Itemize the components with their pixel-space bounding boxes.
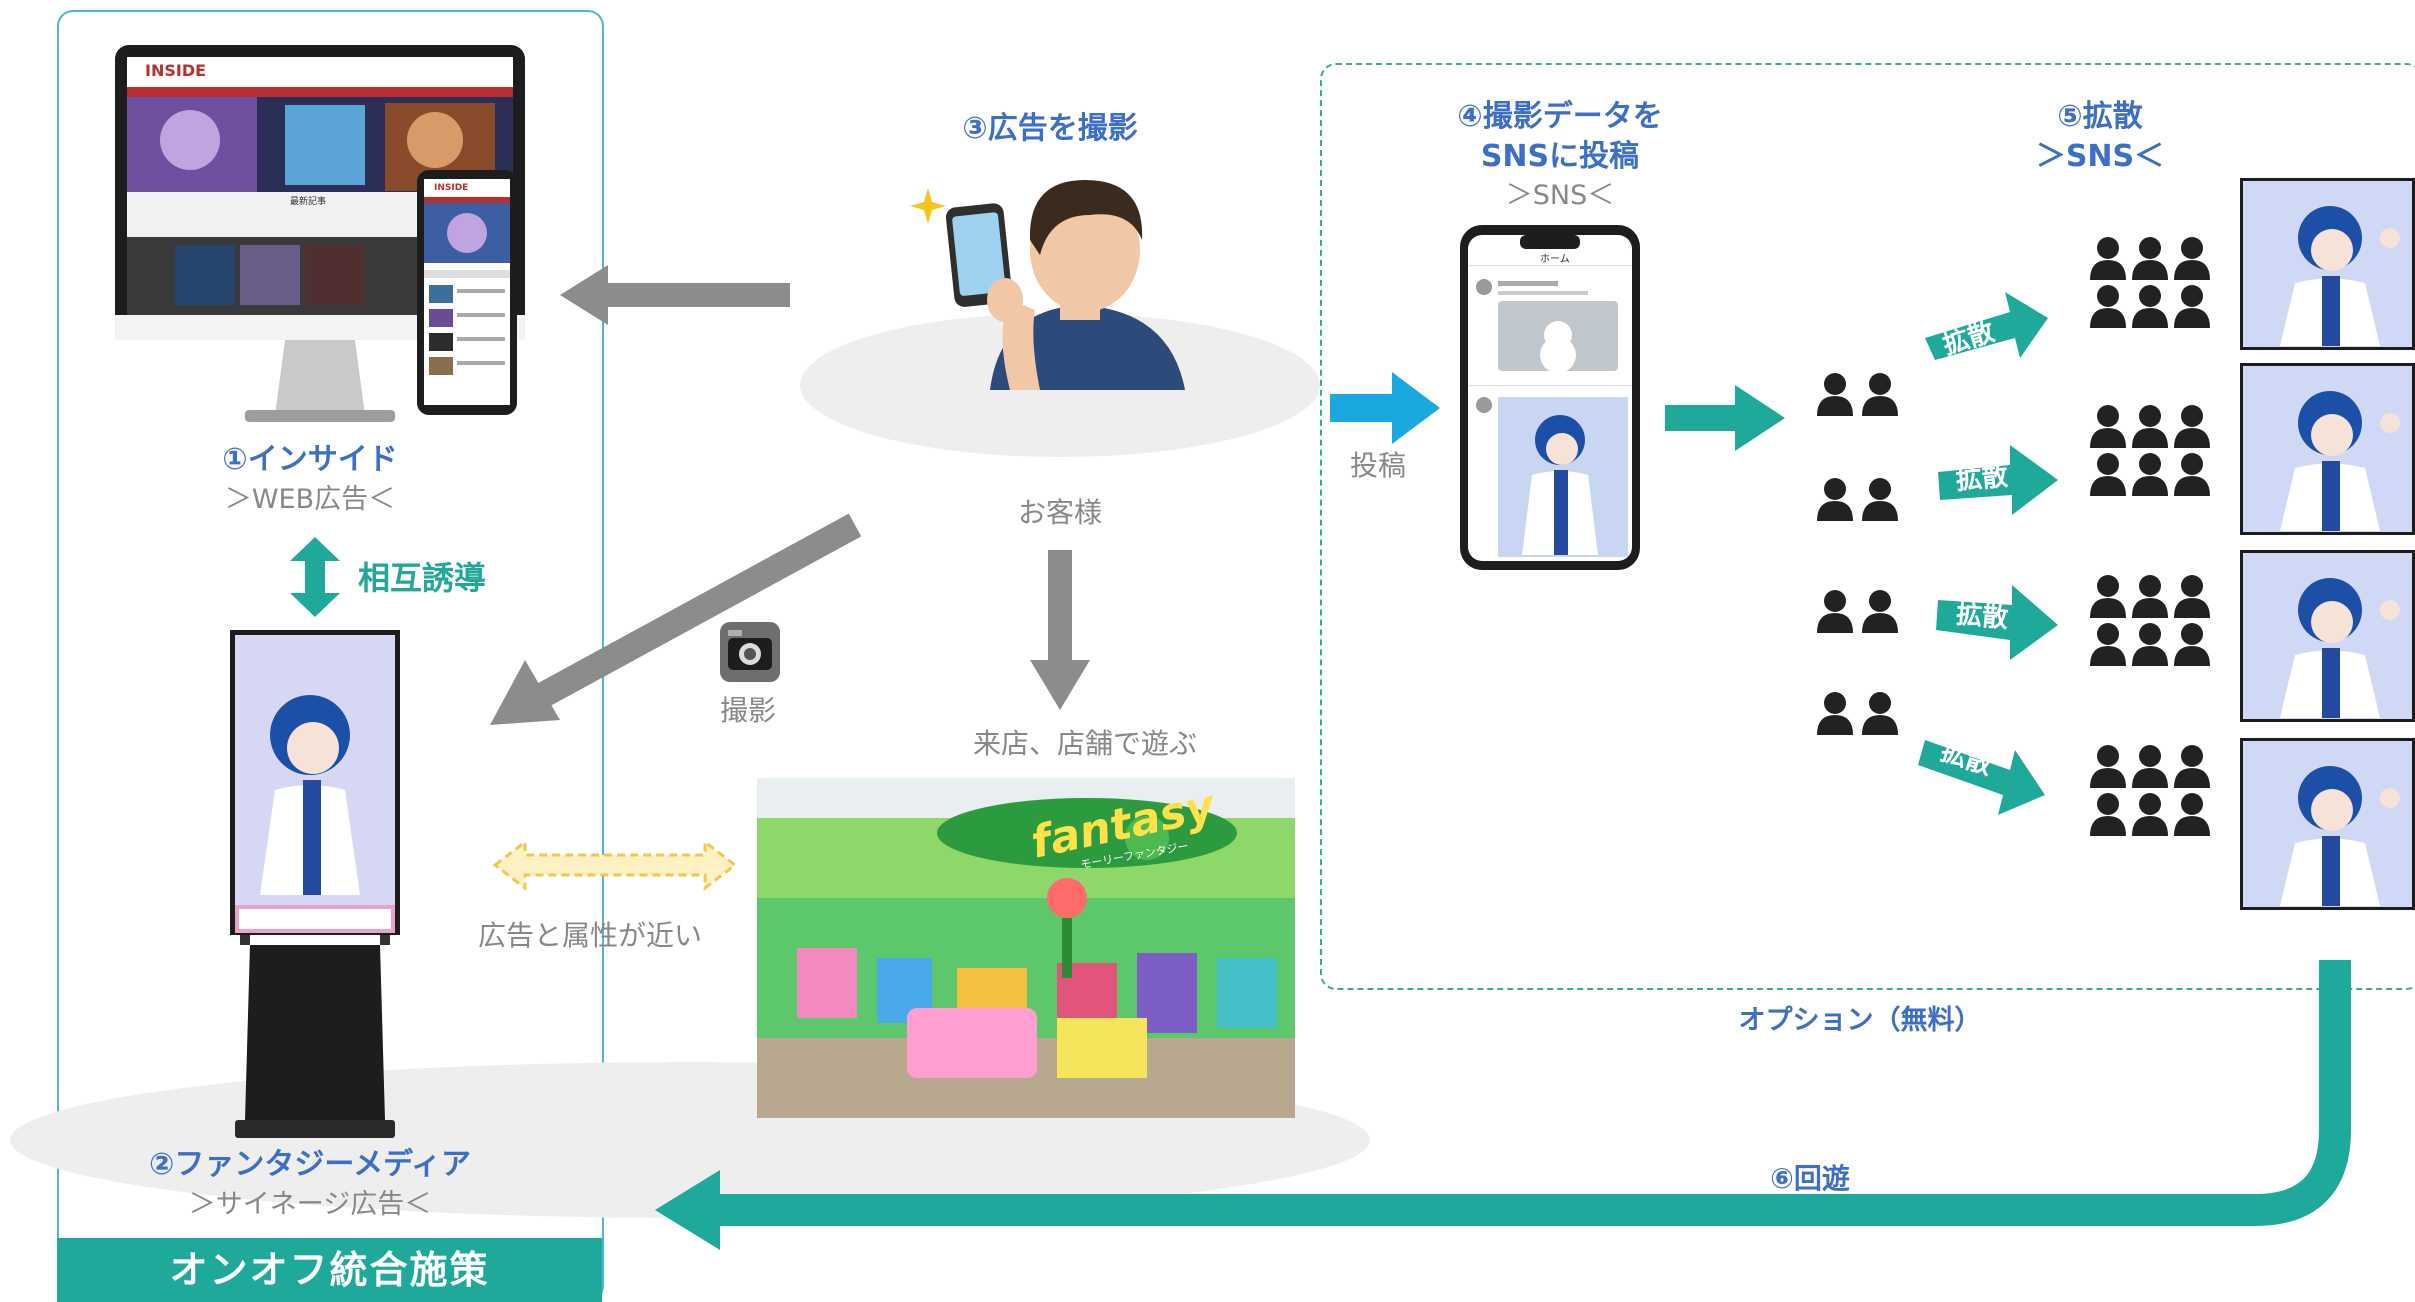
near-label: 広告と属性が近い — [478, 919, 703, 952]
post-arrow — [1330, 372, 1440, 444]
mockup-site-name: INSIDE — [145, 61, 207, 80]
mutual-label: 相互誘導 — [358, 559, 487, 597]
return-label: ⑥回遊 — [1770, 1162, 1850, 1195]
visit-label: 来店、店舗で遊ぶ — [972, 727, 1197, 760]
spread-title: ⑤拡散 — [2057, 99, 2143, 134]
signage-sub: ＞サイネージ広告＜ — [188, 1189, 432, 1220]
onoff-footer-label: オンオフ統合施策 — [169, 1248, 490, 1292]
option-label: オプション（無料） — [1738, 1005, 1982, 1036]
sns-post-title-1: ④撮影データを — [1457, 99, 1663, 134]
customer-step-label: ③広告を撮影 — [962, 111, 1138, 146]
phone-home: ホーム — [1540, 254, 1570, 265]
mockup-tablet-site-name: INSIDE — [434, 183, 469, 193]
sns-post-sub: ＞SNS＜ — [1505, 180, 1615, 211]
store-photo — [757, 778, 1295, 1118]
phone-time: 12:34 — [1480, 238, 1509, 249]
double-arrow-icon — [290, 537, 340, 617]
spread-sub: ＞SNS＜ — [2035, 139, 2165, 174]
mockup-section-label: 最新記事 — [290, 197, 327, 207]
sns-teal-arrow — [1665, 385, 1785, 451]
arrow-to-web — [560, 265, 790, 325]
sparkle-icon — [910, 188, 946, 224]
sns-phone — [1460, 225, 1640, 570]
signage-display — [230, 630, 400, 1138]
post-arrow-label: 投稿 — [1350, 449, 1407, 482]
web-ad-title: ①インサイド — [222, 442, 398, 477]
customer-caption: お客様 — [1017, 496, 1102, 529]
near-double-arrow — [492, 838, 738, 892]
person-icon — [910, 180, 1185, 390]
arrow-to-store — [1030, 550, 1090, 710]
camera-icon — [720, 622, 780, 682]
sns-option-panel — [1320, 63, 2415, 990]
signage-title: ②ファンタジーメディア — [148, 1147, 472, 1182]
web-mockup — [115, 45, 525, 422]
sns-post-title-2: SNSに投稿 — [1480, 139, 1640, 174]
onoff-footer: オンオフ統合施策 — [57, 1238, 602, 1302]
web-ad-sub: ＞WEB広告＜ — [224, 484, 396, 515]
shoot-label: 撮影 — [720, 694, 777, 727]
